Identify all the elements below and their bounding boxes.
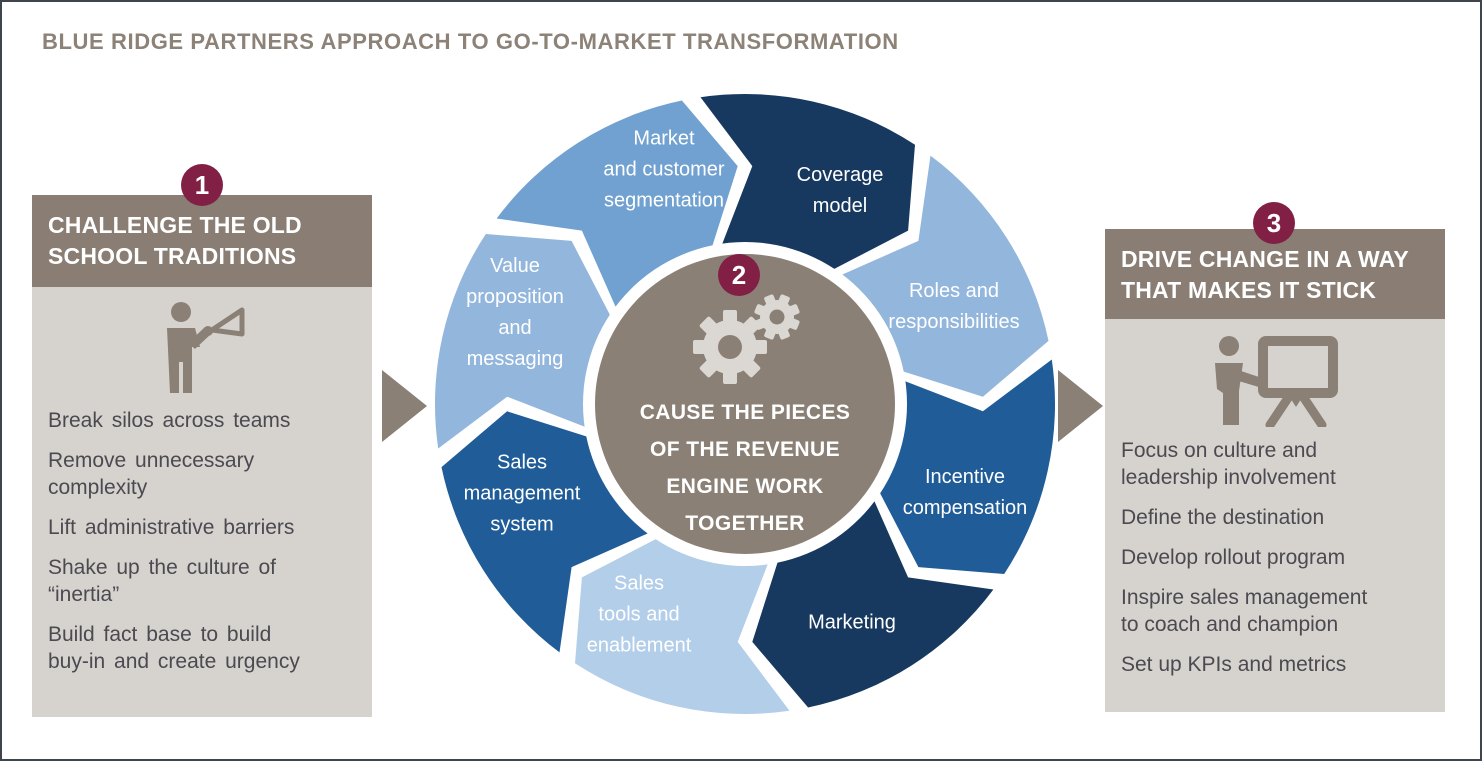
gears-icon [693, 340, 706, 354]
right-item-3: Develop rollout program [1121, 546, 1346, 569]
wheel-segment-5 [575, 538, 790, 715]
wheel-segment-4 [752, 500, 994, 708]
left-item-4: Shake up the culture of “inertia” [48, 556, 276, 606]
wheel-segment-label-5: Sales tools and enablement [586, 572, 692, 657]
left-item-1: Break silos across teams [48, 409, 291, 432]
megaphone-person-icon [167, 302, 245, 393]
wheel-segment-8 [496, 100, 738, 308]
gears-icon [769, 309, 785, 325]
center-circle-text: CAUSE THE PIECES OF THE REVENUE ENGINE W… [639, 401, 851, 535]
left-panel: CHALLENGE THE OLD SCHOOL TRADITIONS Brea… [32, 195, 372, 717]
step-3-badge: 3 [1253, 202, 1295, 244]
presenter-icon [1215, 336, 1338, 427]
step-2-badge: 2 [718, 254, 760, 296]
left-panel-body: Break silos across teams Remove unnecess… [32, 287, 372, 717]
wheel-segment-2 [841, 155, 1049, 397]
wheel-segment-label-6: Sales management system [463, 451, 581, 536]
center-circle [595, 254, 895, 554]
wheel-segment-label-8: Market and customer segmentation [603, 127, 725, 212]
left-panel-header: CHALLENGE THE OLD SCHOOL TRADITIONS [32, 195, 372, 287]
wheel-segment-6 [441, 411, 649, 653]
wheel-segment-1 [700, 93, 915, 270]
wheel-segment-3 [879, 359, 1056, 574]
right-item-5: Set up KPIs and metrics [1121, 653, 1347, 676]
gears-icon [754, 340, 767, 354]
gears-icon [723, 371, 737, 384]
right-panel-body: Focus on culture and leadership involvem… [1105, 319, 1445, 712]
flow-arrow-right [1058, 370, 1103, 442]
revenue-engine-wheel [434, 93, 1056, 715]
wheel-segment-label-1: Coverage model [796, 164, 884, 217]
flow-arrow-left [382, 370, 427, 442]
wheel-segment-label-2: Roles and responsibilities [888, 280, 1020, 333]
step-1-badge: 1 [181, 164, 223, 206]
right-item-4: Inspire sales management to coach and ch… [1121, 586, 1368, 636]
wheel-segment-label-7: Value proposition and messaging [466, 255, 564, 370]
left-item-5: Build fact base to build buy-in and crea… [48, 623, 300, 673]
right-item-2: Define the destination [1121, 506, 1325, 529]
right-panel-header: DRIVE CHANGE IN A WAY THAT MAKES IT STIC… [1105, 229, 1445, 319]
wheel-segment-label-3: Incentive compensation [902, 466, 1028, 519]
wheel-segment-7 [434, 234, 611, 449]
right-item-1: Focus on culture and leadership involvem… [1121, 439, 1336, 489]
right-panel: DRIVE CHANGE IN A WAY THAT MAKES IT STIC… [1105, 229, 1445, 712]
gears-icon [718, 335, 742, 359]
left-item-3: Lift administrative barriers [48, 516, 295, 539]
gears-icon [723, 310, 737, 323]
page-title: BLUE RIDGE PARTNERS APPROACH TO GO-TO-MA… [42, 29, 899, 54]
left-item-2: Remove unnecessary complexity [48, 449, 255, 499]
wheel-segment-label-4: Marketing [808, 611, 896, 634]
